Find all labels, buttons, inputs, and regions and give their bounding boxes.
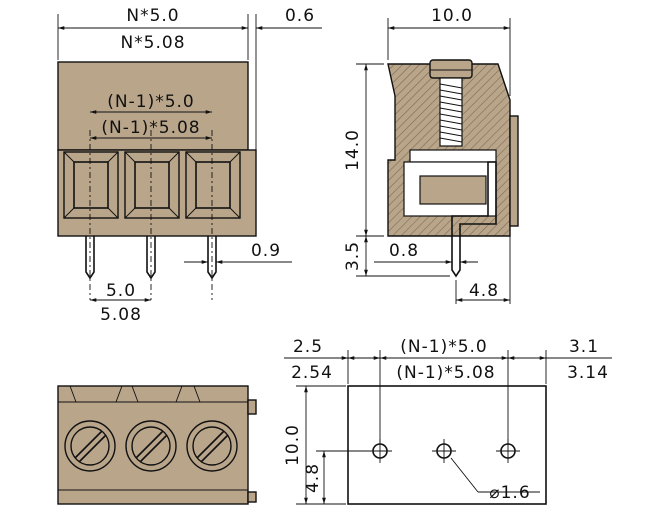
dim-pcb-depth: 10.0 — [283, 424, 303, 466]
dim-total-width-a: N*5.0 — [126, 6, 179, 26]
dim-pin-length: 3.5 — [343, 241, 363, 271]
dim-pin-offset: 4.8 — [469, 281, 499, 301]
dim-inner-width-b: (N-1)*5.08 — [101, 118, 200, 138]
top-tab-lower — [247, 491, 257, 503]
dim-hole-diameter: ⌀1.6 — [489, 483, 530, 503]
dim-pin-thickness: 0.8 — [389, 241, 419, 261]
dim-total-width-b: N*5.08 — [120, 33, 185, 53]
dim-right-margin-a: 3.1 — [569, 337, 599, 357]
top-view — [57, 385, 257, 505]
screw-top-2 — [125, 420, 177, 472]
screw-head — [429, 59, 473, 79]
dim-side-width: 10.0 — [431, 6, 473, 26]
dim-span-a: (N-1)*5.0 — [400, 337, 487, 357]
pin-3 — [207, 236, 217, 280]
side-tab — [509, 115, 519, 227]
wire-entry-1 — [63, 151, 119, 219]
dim-edge-offset: 0.6 — [285, 6, 315, 26]
dim-pin-width: 0.9 — [251, 241, 281, 261]
pcb-layout-view: 2.5 2.54 (N-1)*5.0 (N-1)*5.08 3.1 3.14 1… — [283, 337, 612, 505]
dim-pitch-a: 5.0 — [106, 281, 136, 301]
pcb-outline — [347, 385, 547, 505]
dim-side-height: 14.0 — [343, 129, 363, 171]
screw-top-1 — [64, 420, 116, 472]
wire-entry-3 — [185, 151, 241, 219]
front-view: N*5.0 N*5.08 0.6 (N-1)*5.0 (N-1)*5.08 5.… — [57, 6, 322, 325]
dim-pitch-b: 5.08 — [100, 305, 142, 325]
screw-top-3 — [186, 420, 238, 472]
side-view: 10.0 14.0 3.5 0.8 4.8 — [343, 6, 519, 304]
dim-hole-row: 4.8 — [303, 463, 323, 493]
pin-1 — [85, 236, 95, 280]
wire-entry-2 — [124, 151, 180, 219]
clamp-cage — [409, 149, 497, 163]
dim-left-margin-a: 2.5 — [293, 337, 323, 357]
dim-left-margin-b: 2.54 — [291, 363, 333, 383]
side-pin — [451, 161, 497, 278]
dim-right-margin-b: 3.14 — [567, 363, 609, 383]
dim-inner-width-a: (N-1)*5.0 — [107, 92, 194, 112]
dim-span-b: (N-1)*5.08 — [396, 363, 495, 383]
pin-2 — [146, 236, 156, 280]
pcb-hole-2 — [432, 439, 456, 463]
top-tab-upper — [247, 399, 257, 415]
